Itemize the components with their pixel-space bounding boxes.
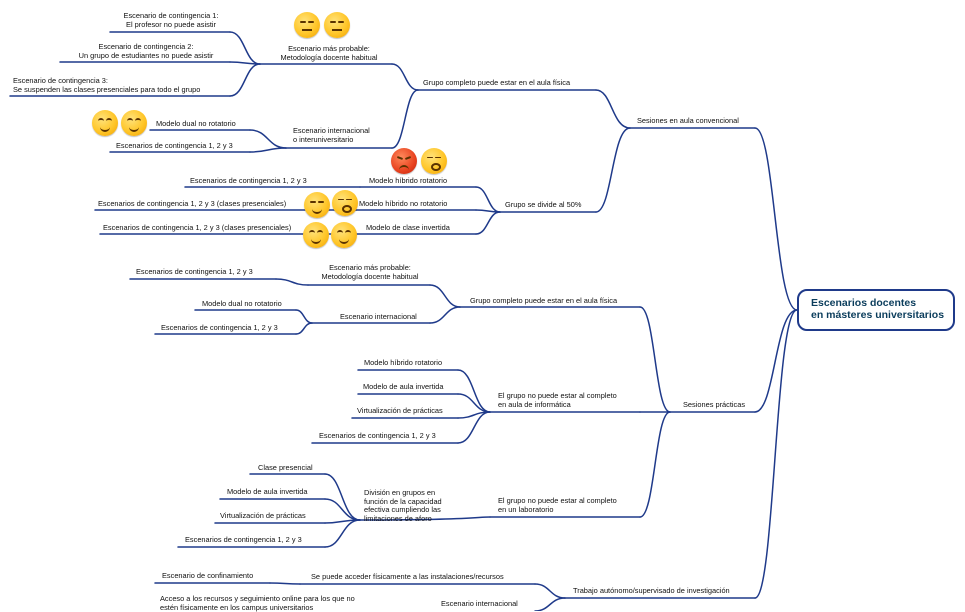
node-laboratorio[interactable]: El grupo no puede estar al completo en u…: [498, 496, 617, 514]
node-confinamiento[interactable]: Escenario de confinamiento: [162, 571, 254, 580]
node-hibrido-norot-contingencia[interactable]: Escenarios de contingencia 1, 2 y 3 (cla…: [98, 200, 287, 208]
node-clase-invertida[interactable]: Modelo de clase invertida: [366, 223, 450, 232]
thinking-face-icon: [304, 192, 330, 218]
label-line: Escenario de contingencia 1:: [123, 11, 219, 20]
node-inf-contingencia[interactable]: Escenarios de contingencia 1, 2 y 3: [319, 431, 436, 440]
label-line: efectiva cumpliendo las: [364, 505, 441, 515]
node-hibrido-no-rotatorio[interactable]: Modelo híbrido no rotatorio: [359, 199, 448, 208]
label-line: en un laboratorio: [498, 504, 554, 514]
label-line: Escenario internacional: [293, 126, 370, 135]
node-grupo-completo-aula[interactable]: Grupo completo puede estar en el aula fí…: [423, 78, 571, 87]
yawning-face-icon: [421, 148, 447, 174]
node-hibrido-rotatorio[interactable]: Modelo híbrido rotatorio: [369, 176, 448, 185]
node-acceder-instalaciones[interactable]: Se puede acceder físicamente a las insta…: [311, 572, 504, 581]
label-line: en aula de informática: [498, 399, 571, 409]
blushing-face-icon: [303, 222, 329, 248]
label-line: El profesor no puede asistir: [126, 19, 216, 29]
label-line: estén físicamente en los campus universi…: [160, 602, 314, 612]
label-line: Escenario más probable:: [329, 263, 411, 272]
root-title-line1: Escenarios docentes: [811, 297, 917, 309]
smiling-face-icon: [121, 110, 147, 136]
expressionless-face-icon: [294, 12, 320, 38]
label-line: o interuniversitario: [293, 134, 354, 144]
node-escenario-probable[interactable]: Escenario más probable: Metodología doce…: [266, 44, 392, 62]
node-trabajo-internacional[interactable]: Escenario internacional: [441, 599, 518, 608]
node-practicas-int-contingencia[interactable]: Escenarios de contingencia 1, 2 y 3: [161, 323, 278, 332]
root-title: Escenarios docentes en másteres universi…: [811, 297, 945, 321]
label-line: función de la capacidad: [364, 496, 442, 506]
angry-face-icon: [391, 148, 417, 174]
label-line: Metodología docente habitual: [321, 271, 419, 281]
branch-trabajo[interactable]: Trabajo autónomo/supervisado de investig…: [573, 586, 730, 595]
sleepy-face-icon: [332, 190, 358, 216]
connector-root-aula: [754, 127, 798, 311]
node-clase-presencial[interactable]: Clase presencial: [258, 463, 313, 472]
connector-root-practicas: [754, 309, 798, 413]
label-line: Un grupo de estudiantes no puede asistir: [78, 50, 214, 60]
branch-practicas[interactable]: Sesiones prácticas: [683, 400, 746, 409]
label-line: Escenario de contingencia 2:: [98, 42, 194, 51]
label-line: El grupo no puede estar al completo: [498, 496, 617, 505]
label-line: Escenario más probable:: [288, 44, 370, 53]
node-modelo-dual[interactable]: Modelo dual no rotatorio: [156, 119, 236, 128]
branch-aula[interactable]: Sesiones en aula convencional: [637, 116, 739, 125]
label-line: limitaciones de aforo: [364, 513, 432, 523]
label-line: Metodología docente habitual: [280, 52, 378, 62]
node-inf-aula-invertida[interactable]: Modelo de aula invertida: [363, 382, 444, 391]
label-line: Acceso a los recursos y seguimiento onli…: [160, 594, 355, 603]
node-inf-virtualizacion[interactable]: Virtualización de prácticas: [357, 406, 443, 415]
hugging-face-icon: [331, 222, 357, 248]
node-escenario-internacional[interactable]: Escenario internacional o interuniversit…: [293, 126, 370, 144]
node-practicas-probable[interactable]: Escenario más probable: Metodología doce…: [310, 263, 430, 281]
node-practicas-internacional[interactable]: Escenario internacional: [340, 312, 417, 321]
label-line: El grupo no puede estar al completo: [498, 391, 617, 400]
connector-root-trabajo: [754, 309, 798, 599]
node-lab-contingencia[interactable]: Escenarios de contingencia 1, 2 y 3: [185, 535, 302, 544]
node-inf-hibrido-rotatorio[interactable]: Modelo híbrido rotatorio: [364, 358, 443, 367]
node-aula-informatica[interactable]: El grupo no puede estar al completo en a…: [498, 391, 617, 409]
label-line: Se suspenden las clases presenciales par…: [13, 84, 201, 94]
node-lab-aula-invertida[interactable]: Modelo de aula invertida: [227, 487, 308, 496]
label-line: División en grupos en: [364, 488, 436, 497]
node-invertida-contingencia[interactable]: Escenarios de contingencia 1, 2 y 3 (cla…: [103, 224, 292, 232]
node-acceso-online[interactable]: Acceso a los recursos y seguimiento onli…: [160, 594, 355, 612]
root-title-line2: en másteres universitarios: [811, 308, 945, 321]
root-node[interactable]: [797, 289, 955, 331]
node-lab-virtualizacion[interactable]: Virtualización de prácticas: [220, 511, 306, 520]
label-line: Escenario de contingencia 3:: [13, 76, 108, 85]
node-internacional-contingencia[interactable]: Escenarios de contingencia 1, 2 y 3: [116, 141, 233, 150]
node-contingencia-1[interactable]: Escenario de contingencia 1: El profesor…: [112, 11, 230, 29]
node-practicas-probable-contingencia[interactable]: Escenarios de contingencia 1, 2 y 3: [136, 267, 253, 276]
node-contingencia-3[interactable]: Escenario de contingencia 3: Se suspende…: [13, 76, 201, 94]
node-contingencia-2[interactable]: Escenario de contingencia 2: Un grupo de…: [62, 42, 230, 60]
node-practicas-dual[interactable]: Modelo dual no rotatorio: [202, 299, 282, 308]
node-division-grupos[interactable]: División en grupos en función de la capa…: [364, 488, 442, 523]
node-hibrido-rot-contingencia[interactable]: Escenarios de contingencia 1, 2 y 3: [190, 176, 307, 185]
expressionless-face-icon: [324, 12, 350, 38]
node-grupo-divide[interactable]: Grupo se divide al 50%: [505, 200, 582, 209]
smiling-face-icon: [92, 110, 118, 136]
node-grupo-completo-practicas[interactable]: Grupo completo puede estar en el aula fí…: [470, 296, 618, 305]
